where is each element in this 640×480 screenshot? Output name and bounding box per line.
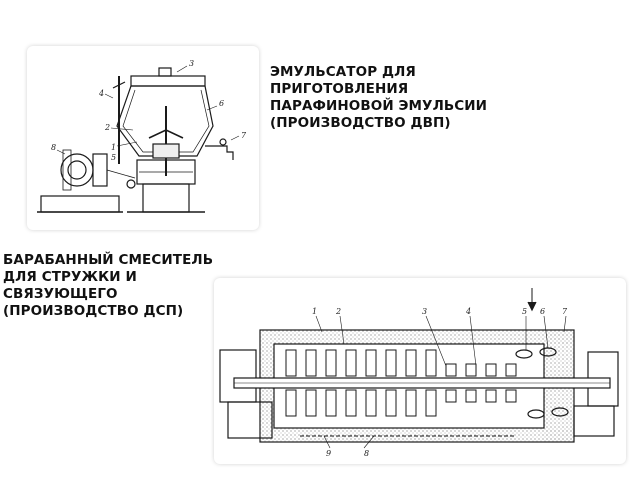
drive-pulley [126, 179, 136, 189]
mixer-label-4: 4 [465, 307, 471, 316]
emulsifier-label-5: 5 [111, 153, 116, 162]
emulsifier-label-4: 4 [98, 89, 104, 98]
mixer-label-7: 7 [562, 307, 568, 316]
mixer-label-2: 2 [335, 307, 341, 316]
mixer-nozzles [515, 347, 569, 419]
motor-housing [60, 153, 94, 187]
drum-mixer-drawing: 1 2 3 4 5 6 7 8 9 [214, 278, 626, 464]
motor-base [40, 195, 120, 213]
emulsifier-svg: 3 4 2 1 6 7 8 5 [37, 59, 247, 213]
drive-belt [106, 169, 136, 179]
drum-mixer-svg: 1 2 3 4 5 6 7 8 9 [219, 288, 619, 458]
mixer-left-bearing [219, 349, 257, 403]
mixer-paddles-upper [285, 349, 517, 377]
mixer-label-8: 8 [364, 449, 369, 458]
emulsifier-stand [142, 183, 190, 213]
mixer-label-9: 9 [326, 449, 331, 458]
emulsifier-label-7: 7 [241, 131, 247, 140]
emulsifier-tap [205, 145, 234, 160]
motor-rotor [67, 160, 87, 180]
emulsifier-label-1: 1 [111, 143, 116, 152]
motor-body [92, 153, 108, 187]
emulsifier-lever-arm [112, 81, 126, 89]
mixer-paddles-lower [285, 389, 517, 417]
mixer-label-3: 3 [422, 307, 427, 316]
emulsifier-label-2: 2 [104, 123, 110, 132]
emulsifier-drawing: 3 4 2 1 6 7 8 5 [27, 46, 259, 230]
emulsifier-label-8: 8 [51, 143, 56, 152]
mixer-label-5: 5 [522, 307, 527, 316]
mixer-label-6: 6 [540, 307, 545, 316]
emulsifier-tap-valve [219, 138, 227, 146]
emulsifier-lid [130, 75, 206, 87]
emulsifier-vessel [116, 85, 214, 157]
mixer-right-support [573, 405, 615, 437]
emulsifier-hub [152, 143, 180, 159]
emulsifier-cap [158, 67, 172, 77]
emulsifier-caption: ЭМУЛЬСАТОР ДЛЯ ПРИГОТОВЛЕНИЯ ПАРАФИНОВОЙ… [270, 64, 488, 131]
emulsifier-label-3: 3 [189, 59, 194, 68]
mixer-caption: БАРАБАННЫЙ СМЕСИТЕЛЬ ДЛЯ СТРУЖКИ И СВЯЗУ… [3, 252, 214, 319]
emulsifier-impeller [148, 129, 184, 139]
emulsifier-label-6: 6 [219, 99, 224, 108]
mixer-label-1: 1 [312, 307, 317, 316]
